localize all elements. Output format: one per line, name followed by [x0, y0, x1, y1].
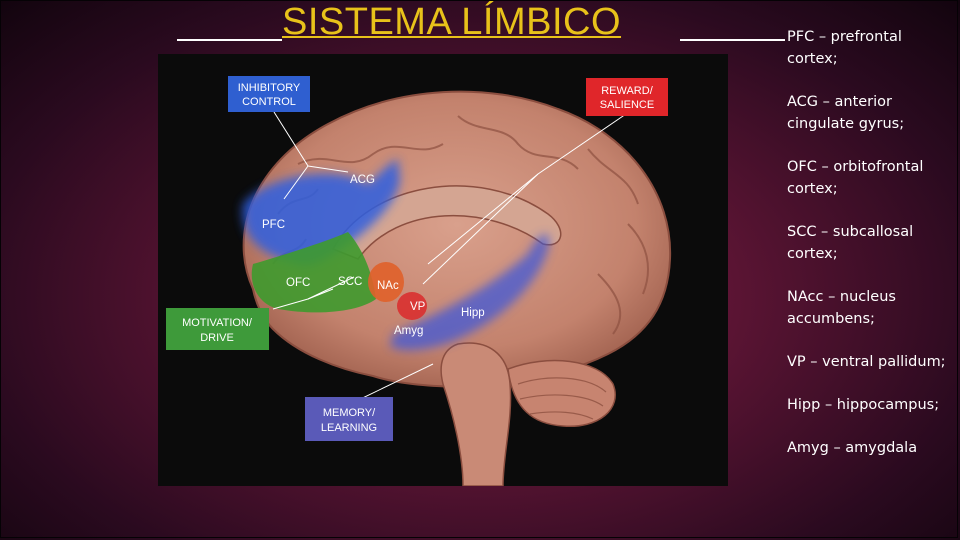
brain-cortex	[242, 90, 672, 389]
title-rule-right	[680, 39, 785, 41]
scc-label: SCC	[338, 276, 362, 288]
title-rule-left	[177, 39, 282, 41]
memory-region-highlight	[390, 234, 549, 351]
memory-learning-box: MEMORY/ LEARNING	[305, 397, 393, 441]
brain-illustration: INHIBITORY CONTROL REWARD/ SALIENCE MOTI…	[166, 76, 672, 486]
hipp-label: Hipp	[461, 307, 485, 319]
motivation-region-highlight	[251, 232, 376, 313]
legend-item: OFC – orbitofrontal cortex;	[787, 159, 924, 197]
inhibitory-control-box: INHIBITORY CONTROL	[228, 76, 310, 112]
vp-highlight	[397, 292, 427, 320]
legend-item: NAcc – nucleus accumbens;	[787, 289, 896, 327]
svg-text:MOTIVATION/: MOTIVATION/	[182, 317, 253, 329]
svg-text:DRIVE: DRIVE	[200, 332, 234, 344]
corpus-callosum	[331, 185, 562, 260]
legend-item: Hipp – hippocampus;	[787, 397, 940, 413]
legend-item: PFC – prefrontal cortex;	[787, 29, 902, 67]
svg-text:INHIBITORY: INHIBITORY	[238, 82, 301, 94]
amyg-label: Amyg	[394, 325, 423, 337]
svg-text:CONTROL: CONTROL	[242, 96, 296, 108]
legend-item: Amyg – amygdala	[787, 440, 918, 456]
brainstem	[440, 342, 512, 486]
reward-salience-box: REWARD/ SALIENCE	[586, 78, 668, 116]
slide-title: SISTEMA LÍMBICO	[282, 1, 622, 43]
cerebellum	[507, 359, 616, 427]
reward-region-highlight	[368, 262, 404, 302]
acg-label: ACG	[350, 174, 375, 186]
abbreviation-legend: PFC – prefrontal cortex; ACG – anterior …	[787, 26, 947, 459]
legend-item: VP – ventral pallidum;	[787, 354, 946, 370]
legend-item: SCC – subcallosal cortex;	[787, 224, 914, 262]
ofc-label: OFC	[286, 277, 310, 289]
limbic-system-diagram: INHIBITORY CONTROL REWARD/ SALIENCE MOTI…	[158, 54, 728, 486]
legend-item: ACG – anterior cingulate gyrus;	[787, 94, 905, 132]
svg-text:MEMORY/: MEMORY/	[323, 407, 376, 419]
svg-text:SALIENCE: SALIENCE	[600, 99, 654, 111]
vp-label: VP	[410, 301, 426, 313]
svg-text:LEARNING: LEARNING	[321, 422, 377, 434]
svg-text:REWARD/: REWARD/	[601, 85, 653, 97]
inhibitory-region-highlight	[242, 159, 400, 266]
pfc-label: PFC	[262, 219, 285, 231]
nac-label: NAc	[377, 280, 399, 292]
motivation-drive-box: MOTIVATION/ DRIVE	[166, 308, 269, 350]
